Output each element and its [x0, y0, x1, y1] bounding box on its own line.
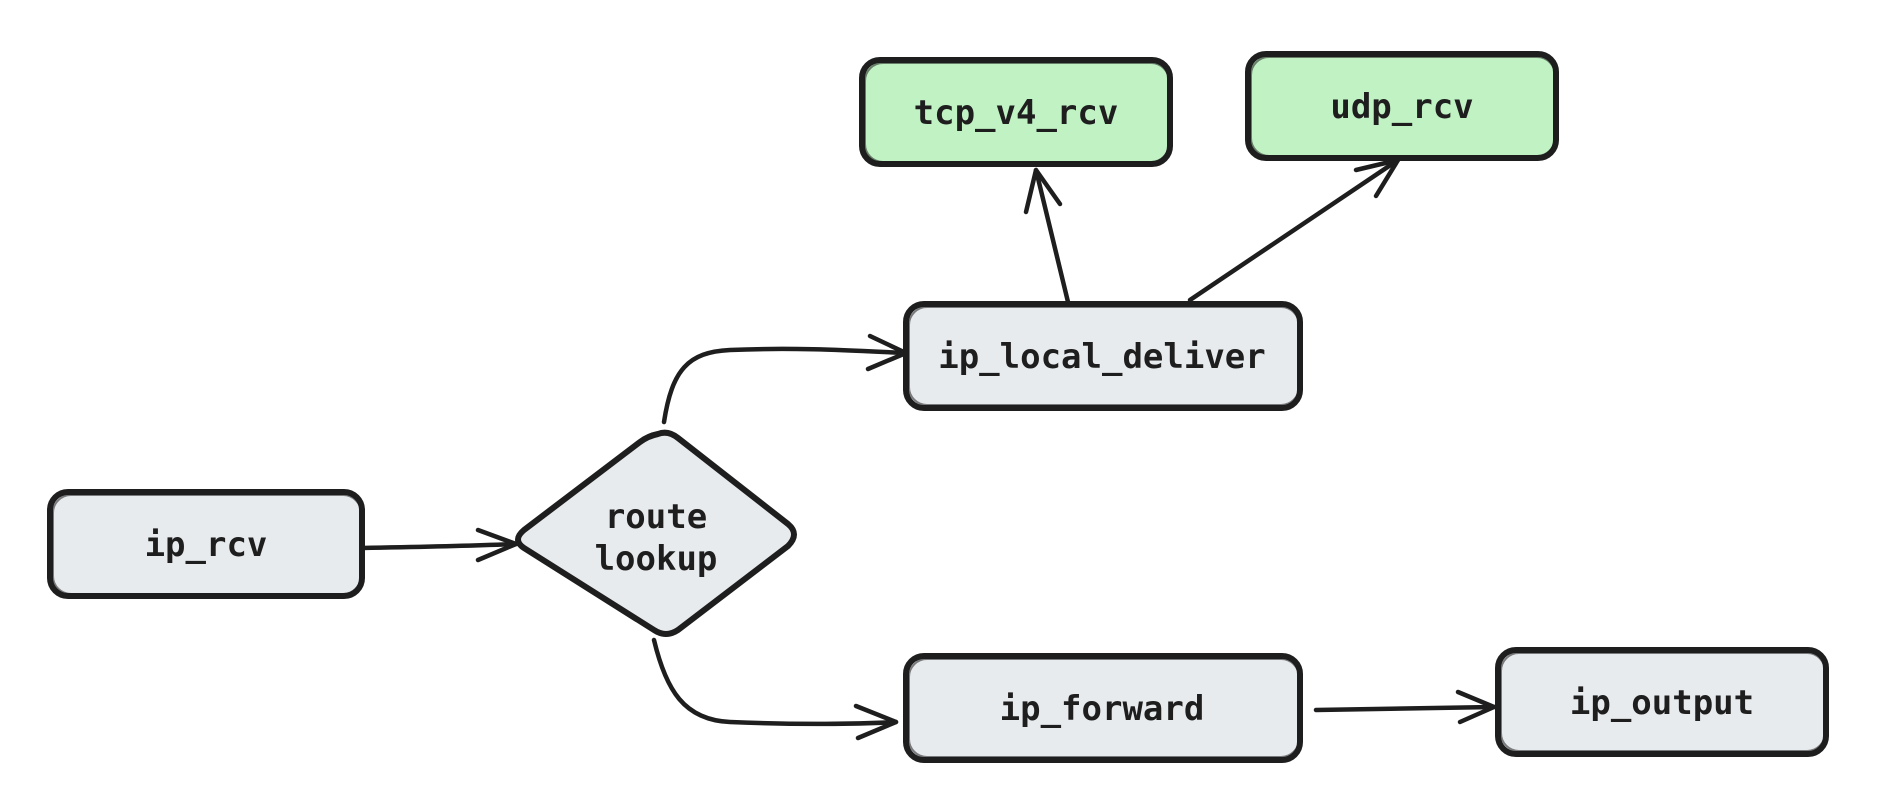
node-udp-rcv-label: udp_rcv [1330, 87, 1473, 127]
arrowhead-forward [853, 703, 899, 741]
node-tcp-v4-rcv-sketch [864, 62, 1170, 163]
node-route-lookup-label-line2: lookup [595, 539, 718, 579]
node-ip-rcv-sketch [52, 494, 362, 595]
node-ip-rcv[interactable]: ip_rcv [47, 489, 365, 599]
node-ip-local-deliver-sketch [908, 306, 1300, 406]
node-ip-forward-sketch [908, 658, 1300, 758]
edge-forward-to-output [1313, 704, 1497, 713]
node-ip-local-deliver-label: ip_local_deliver [938, 337, 1266, 377]
node-ip-local-deliver[interactable]: ip_local_deliver [903, 301, 1303, 411]
edge-local-deliver-to-tcp [1033, 167, 1071, 305]
node-route-lookup-diamond [515, 429, 797, 637]
arrowhead-route-lookup [475, 527, 519, 563]
node-ip-rcv-label: ip_rcv [145, 525, 268, 565]
edge-route-lookup-to-forward [651, 637, 899, 727]
arrowhead-output [1455, 689, 1497, 725]
node-ip-output-label: ip_output [1570, 683, 1754, 723]
edges [359, 157, 1497, 741]
node-ip-forward[interactable]: ip_forward [903, 653, 1303, 763]
node-udp-rcv-sketch [1250, 56, 1556, 157]
edge-route-lookup-to-local-deliver [661, 346, 909, 425]
node-route-lookup[interactable]: route lookup [515, 429, 797, 637]
node-ip-forward-label: ip_forward [1000, 689, 1205, 729]
node-ip-output-sketch [1500, 652, 1826, 752]
node-tcp-v4-rcv-label: tcp_v4_rcv [914, 93, 1119, 133]
edge-local-deliver-to-udp [1187, 157, 1401, 303]
node-route-lookup-label-line1: route [605, 497, 707, 537]
arrowhead-tcp [1023, 167, 1063, 215]
node-tcp-v4-rcv[interactable]: tcp_v4_rcv [859, 57, 1173, 167]
node-ip-output[interactable]: ip_output [1495, 647, 1829, 757]
node-udp-rcv[interactable]: udp_rcv [1245, 51, 1559, 161]
edge-ip-rcv-to-route-lookup [359, 541, 519, 551]
